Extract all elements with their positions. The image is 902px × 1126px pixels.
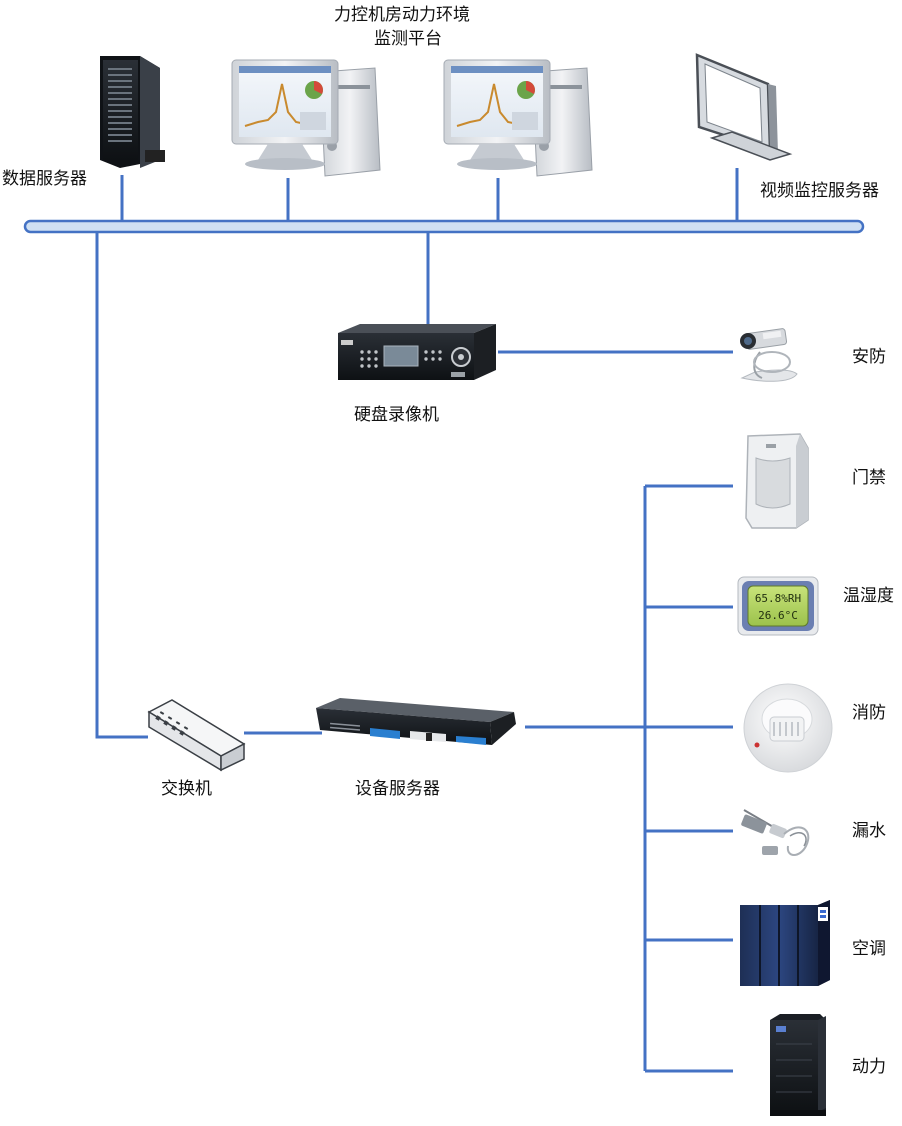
device-label-thermo: 温湿度	[843, 586, 894, 606]
device-label-fire: 消防	[852, 703, 886, 723]
tower-server-icon	[100, 56, 165, 168]
device-label-ac: 空调	[852, 939, 886, 959]
device-server-label: 设备服务器	[355, 779, 440, 799]
switch-label: 交换机	[161, 779, 212, 799]
smoke-detector-icon	[743, 683, 833, 773]
monitor-icon	[695, 53, 793, 161]
workstation-icon-2	[443, 59, 593, 177]
device-label-access: 门禁	[852, 468, 886, 488]
camera-icon	[740, 328, 798, 382]
device-label-security: 安防	[852, 347, 886, 367]
air-conditioner-icon	[740, 900, 830, 986]
platform-title-line2: 监测平台	[374, 29, 442, 49]
switch-icon	[147, 699, 246, 772]
dvr-label: 硬盘录像机	[354, 405, 439, 425]
workstation-icon	[231, 59, 381, 177]
link-bus-switch	[95, 233, 148, 739]
platform-title-line1: 力控机房动力环境	[334, 5, 470, 25]
ups-icon	[770, 1014, 826, 1116]
dvr-icon	[338, 324, 496, 380]
rack-server-icon	[316, 698, 516, 745]
access-reader-icon	[745, 433, 809, 529]
leak-sensor-icon	[741, 809, 810, 856]
thermo-temperature-readout: 26.6°C	[758, 609, 798, 622]
network-bus	[23, 219, 865, 234]
video-server-label: 视频监控服务器	[760, 181, 879, 201]
thermo-humidity-readout: 65.8%RH	[755, 592, 801, 605]
data-server-label: 数据服务器	[2, 169, 87, 189]
thermo-hygrometer-icon: 65.8%RH 26.6°C	[737, 576, 819, 636]
device-label-power: 动力	[852, 1057, 886, 1077]
device-label-leak: 漏水	[852, 821, 886, 841]
connections	[95, 168, 739, 1073]
